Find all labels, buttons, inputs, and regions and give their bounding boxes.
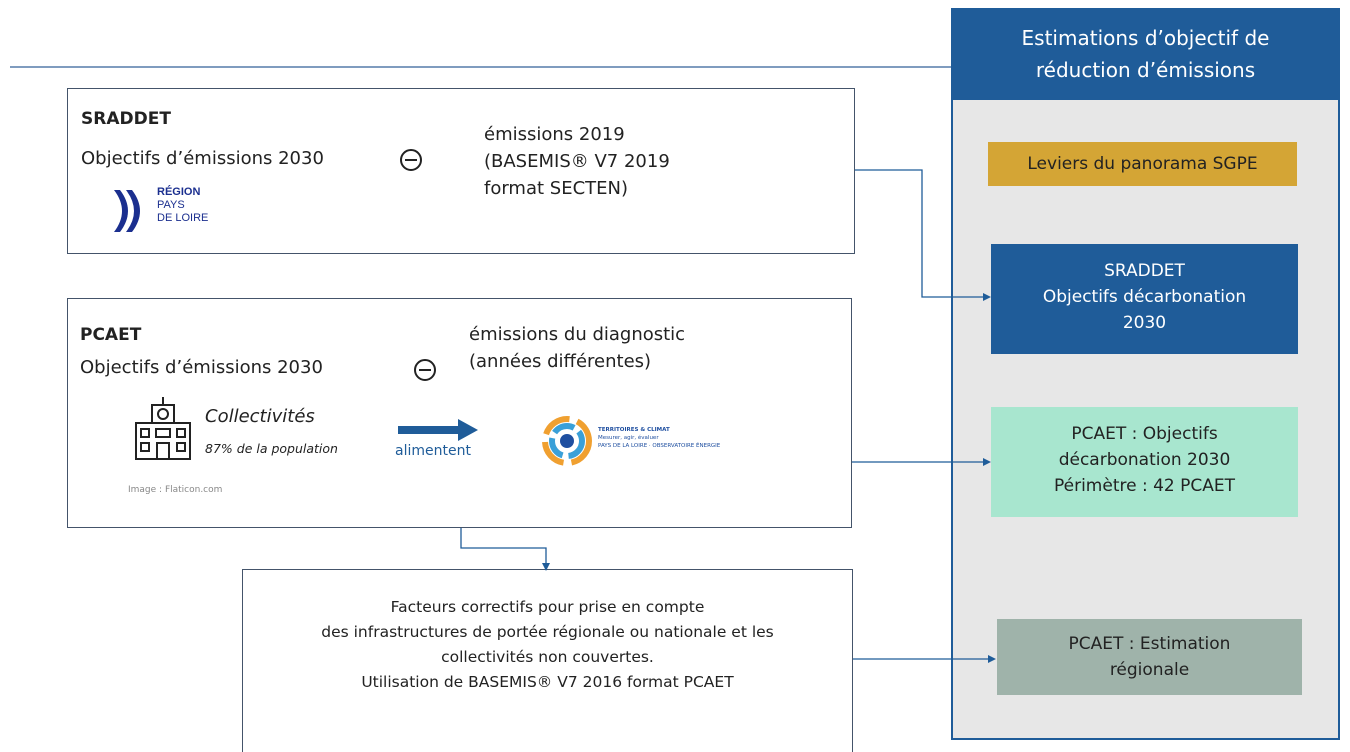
correction-line4: Utilisation de BASEMIS® V7 2016 format P… — [361, 673, 734, 691]
minus-icon — [414, 359, 436, 381]
territoires-climat-logo: TERRITOIRES & CLIMAT Mesurer, agir, éval… — [540, 414, 720, 470]
collectivites-title: Collectivités — [205, 406, 315, 427]
tc-logo-mark-icon — [542, 416, 592, 466]
pcaet-label: PCAET — [80, 325, 142, 345]
alimentent-label: alimentent — [395, 443, 471, 459]
pcaet-source-box: PCAET Objectifs d’émissions 2030 émissio… — [67, 298, 852, 528]
sraddet-target-line1: SRADDET — [1104, 261, 1185, 281]
tc-logo-line1: TERRITOIRES & CLIMAT — [598, 427, 670, 433]
sraddet-objective: Objectifs d’émissions 2030 — [81, 148, 324, 169]
pcaet-estimation-box: PCAET : Estimation régionale — [997, 619, 1302, 695]
pcaet-target-line3: Périmètre : 42 PCAET — [1053, 476, 1236, 496]
pcaet-target-line2: décarbonation 2030 — [1058, 450, 1231, 470]
city-hall-icon — [132, 395, 194, 467]
logo-line3: DE LOIRE — [157, 212, 209, 224]
sraddet-baseline-line1: émissions 2019 — [484, 124, 625, 145]
correction-line1: Facteurs correctifs pour prise en compte — [390, 598, 705, 616]
panel-header-line1: Estimations d’objectif de — [1021, 26, 1270, 50]
minus-icon — [400, 149, 422, 171]
correction-line3: collectivités non couvertes. — [441, 648, 654, 666]
pcaet-baseline: émissions du diagnostic (années différen… — [469, 321, 685, 375]
tc-logo-line3: PAYS DE LA LOIRE · OBSERVATOIRE ÉNERGIE — [598, 443, 721, 449]
sraddet-target-line2: Objectifs décarbonation — [1042, 287, 1247, 307]
sraddet-target-line3: 2030 — [1122, 313, 1167, 333]
sraddet-target-box: SRADDET Objectifs décarbonation 2030 — [991, 244, 1298, 354]
logo-line1: RÉGION — [157, 186, 201, 198]
alimentent-arrow-icon — [398, 419, 478, 445]
leviers-sgpe-box: Leviers du panorama SGPE — [988, 142, 1297, 186]
sraddet-source-box: SRADDET Objectifs d’émissions 2030 émiss… — [67, 88, 855, 254]
collectivites-subtitle: 87% de la population — [205, 441, 338, 456]
sraddet-baseline-line2: (BASEMIS® V7 2019 — [484, 151, 670, 172]
estimations-panel-header: Estimations d’objectif de réduction d’ém… — [951, 8, 1340, 100]
pcaet-objective: Objectifs d’émissions 2030 — [80, 357, 323, 378]
correction-text: Facteurs correctifs pour prise en compte… — [243, 595, 852, 695]
estimation-line1: PCAET : Estimation — [1068, 634, 1231, 654]
correction-line2: des infrastructures de portée régionale … — [321, 623, 774, 641]
region-logo-mark-icon — [114, 190, 140, 232]
pcaet-baseline-line2: (années différentes) — [469, 351, 652, 372]
image-credit: Image : Flaticon.com — [128, 485, 223, 495]
leviers-label: Leviers du panorama SGPE — [1027, 154, 1258, 174]
sraddet-baseline: émissions 2019 (BASEMIS® V7 2019 format … — [484, 121, 670, 202]
top-rule — [10, 66, 951, 68]
pcaet-target-line1: PCAET : Objectifs — [1071, 424, 1218, 444]
estimation-line2: régionale — [1109, 660, 1190, 680]
logo-line2: PAYS — [157, 199, 185, 211]
pcaet-baseline-line1: émissions du diagnostic — [469, 324, 686, 345]
sraddet-label: SRADDET — [81, 109, 171, 129]
correction-factors-box: Facteurs correctifs pour prise en compte… — [242, 569, 853, 752]
estimations-panel — [951, 8, 1340, 740]
region-pays-de-loire-logo: RÉGION PAYS DE LOIRE — [112, 186, 232, 236]
tc-logo-line2: Mesurer, agir, évaluer — [598, 435, 659, 441]
sraddet-baseline-line3: format SECTEN) — [484, 178, 628, 199]
panel-header-line2: réduction d’émissions — [1035, 58, 1256, 82]
pcaet-target-box: PCAET : Objectifs décarbonation 2030 Pér… — [991, 407, 1298, 517]
